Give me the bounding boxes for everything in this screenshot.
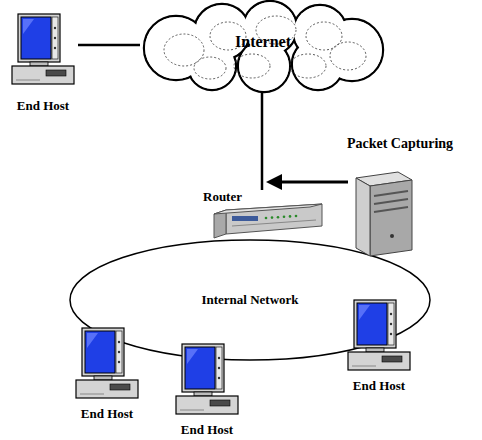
- node-label: End Host: [181, 423, 233, 438]
- router-node: Router: [200, 190, 324, 240]
- end-host-computer: [176, 344, 238, 414]
- end-host-node: End Host: [8, 10, 78, 114]
- end-host-node: End Host: [338, 296, 420, 394]
- internet-cloud: Internet: [140, 0, 386, 92]
- node-label: Packet Capturing: [347, 136, 453, 152]
- capture-server: [356, 172, 412, 256]
- network-link: [261, 92, 264, 190]
- node-label: Router: [203, 190, 242, 205]
- node-label: End Host: [17, 99, 69, 114]
- end-host-computer: [348, 300, 410, 370]
- network-link: [78, 44, 140, 47]
- end-host-computer: [12, 14, 74, 84]
- node-label: Internal Network: [201, 293, 298, 308]
- node-label: Internet: [235, 33, 291, 51]
- end-host-node: End Host: [66, 324, 148, 422]
- node-label: End Host: [353, 379, 405, 394]
- node-label: End Host: [81, 407, 133, 422]
- capture-node: Packet Capturing: [322, 136, 478, 258]
- end-host-node: End Host: [166, 340, 248, 438]
- end-host-computer: [76, 328, 138, 398]
- router-device: [214, 204, 322, 238]
- capture-arrow: [266, 174, 348, 190]
